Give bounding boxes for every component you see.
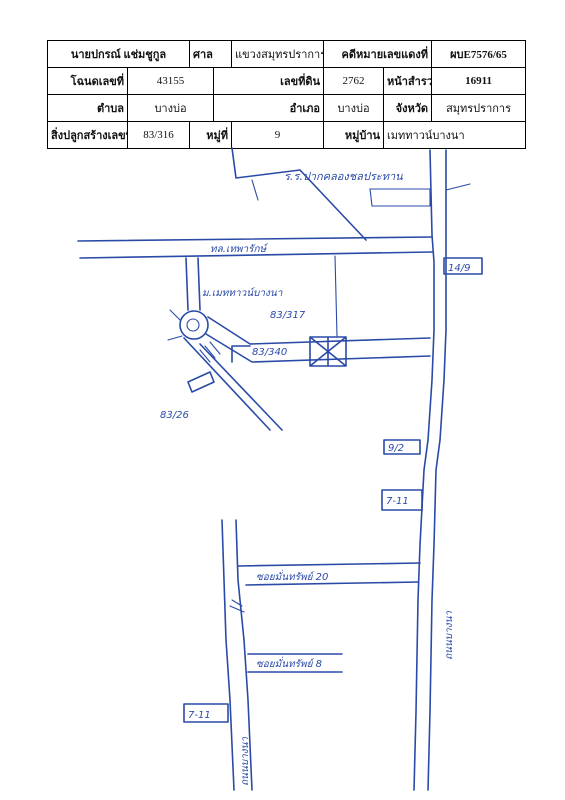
target-house-leader <box>334 255 338 337</box>
land-number-label: เลขที่ดิน <box>213 67 325 95</box>
box-7-11-bottom <box>183 703 229 723</box>
header-row-2: โฉนดเลขที่ 43155 เลขที่ดิน 2762 หน้าสำรว… <box>47 67 527 95</box>
entry-road-left <box>231 147 367 241</box>
building-number-value: 83/316 <box>126 121 191 149</box>
label-7-11-right: 7-11 <box>386 496 409 507</box>
label-school: ร.ร.ปากคลองชลประทาน <box>284 170 403 183</box>
lower-road-right-edge <box>235 519 253 791</box>
header-row-4: สิ่งปลูกสร้างเลขที่ 83/316 หมู่ที่ 9 หมู… <box>47 121 527 149</box>
village-road-horizontal-bottom <box>205 333 431 363</box>
school-branch-road <box>369 188 431 207</box>
case-header-table: นายปกรณ์ แช่มชูกูล ศาล แขวงสมุทรปราการ ค… <box>46 40 527 149</box>
soi-20-bottom <box>245 581 419 586</box>
right-road-right-edge <box>427 149 447 791</box>
lower-road-left-edge <box>221 519 235 791</box>
case-number-value: ผบE7576/65 <box>431 40 527 68</box>
label-neighbor-house: 83/340 <box>252 347 287 358</box>
village-road-side <box>167 309 183 341</box>
box-9-2 <box>383 439 421 455</box>
subdistrict-value: บางบ่อ <box>126 94 215 122</box>
village-road-vertical-right <box>197 257 201 311</box>
header-row-3: ตำบล บางบ่อ อำเภอ บางบ่อ จังหวัด สมุทรปร… <box>47 94 527 122</box>
main-road-top-edge <box>77 236 433 242</box>
village-road-vertical-left <box>185 257 189 311</box>
label-target-house: 83/317 <box>270 310 306 321</box>
box-14-9 <box>443 257 483 275</box>
label-soi-20: ซอยมั่นทรัพย์ 20 <box>256 569 328 583</box>
soi-20-top <box>237 562 421 567</box>
village-value: เมททาวน์บางนา <box>383 121 527 149</box>
village-label: หมู่บ้าน <box>323 121 385 149</box>
province-label: จังหวัด <box>383 94 433 122</box>
label-9-2: 9/2 <box>388 443 404 454</box>
roundabout-center <box>186 318 200 332</box>
neighbor-house <box>231 345 251 363</box>
hatch-marks <box>199 341 221 363</box>
case-number-label: คดีหมายเลขแดงที่ <box>323 40 433 68</box>
moo-value: 9 <box>231 121 325 149</box>
village-road-diagonal-a <box>183 337 271 431</box>
survey-page-label: หน้าสำรวจ <box>383 67 433 95</box>
party-name: นายปกรณ์ แช่มชูกูล <box>46 40 191 68</box>
entry-road-arrow <box>251 179 259 201</box>
soi-20-hatch <box>229 599 245 613</box>
village-road-horizontal-top <box>207 316 431 345</box>
district-label: อำเภอ <box>213 94 325 122</box>
label-14-9: 14/9 <box>448 263 470 274</box>
province-value: สมุทรปราการ <box>431 94 527 122</box>
court-label: ศาล <box>189 40 233 68</box>
lower-left-house <box>187 371 215 393</box>
land-number-value: 2762 <box>323 67 385 95</box>
label-main-road: ทล.เทพารักษ์ <box>210 243 268 255</box>
header-row-1: นายปกรณ์ แช่มชูกูล ศาล แขวงสมุทรปราการ ค… <box>46 40 527 68</box>
moo-label: หมู่ที่ <box>189 121 233 149</box>
roundabout <box>179 310 209 340</box>
label-village: ม.เมททาวน์บางนา <box>202 287 283 299</box>
school-branch-line <box>445 183 471 191</box>
village-road-diagonal-b <box>199 343 283 431</box>
label-7-11-bottom: 7-11 <box>188 710 211 721</box>
title-deed-value: 43155 <box>126 67 215 95</box>
target-house-marker <box>309 336 347 367</box>
label-right-road: ถนนบางนา <box>444 611 455 660</box>
label-soi-8: ซอยมั่นทรัพย์ 8 <box>256 656 322 670</box>
main-road-bottom-edge <box>79 251 433 259</box>
box-7-11-right <box>381 489 423 511</box>
district-value: บางบ่อ <box>323 94 385 122</box>
right-road-left-edge <box>413 149 435 791</box>
survey-page-value: 16911 <box>431 67 527 95</box>
building-number-label: สิ่งปลูกสร้างเลขที่ <box>47 121 128 149</box>
label-bottom-road: ถนนบางนา <box>240 737 251 786</box>
label-lower-left-house: 83/26 <box>160 410 189 421</box>
subdistrict-label: ตำบล <box>47 94 128 122</box>
